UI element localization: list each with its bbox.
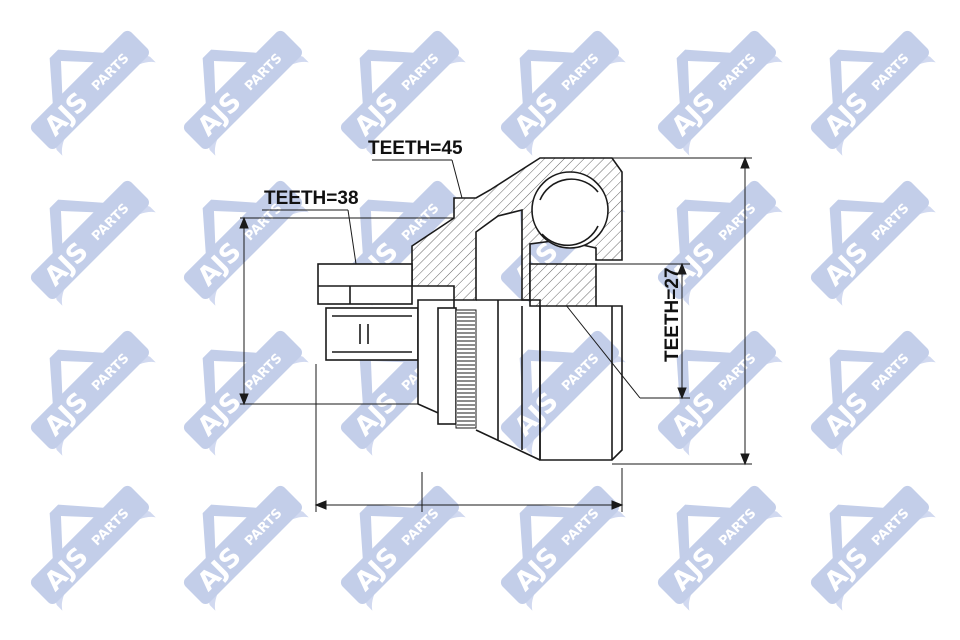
- spline-shaft: [317, 263, 419, 361]
- cv-joint-outline: [239, 156, 752, 512]
- teeth-outer-label: TEETH=45: [368, 138, 463, 159]
- teeth-inner-right-label: TEETH=27: [662, 267, 683, 362]
- hub-body: [417, 299, 623, 461]
- ajs-parts-watermark-layer: AJSPARTSAJSPARTSAJSPARTSAJSPARTSAJSPARTS…: [4, 4, 939, 614]
- abs-ring-teeth: [457, 312, 475, 426]
- teeth-inner-left-label: TEETH=38: [264, 188, 359, 209]
- dimension-lines: [239, 156, 752, 512]
- ball: [531, 171, 609, 249]
